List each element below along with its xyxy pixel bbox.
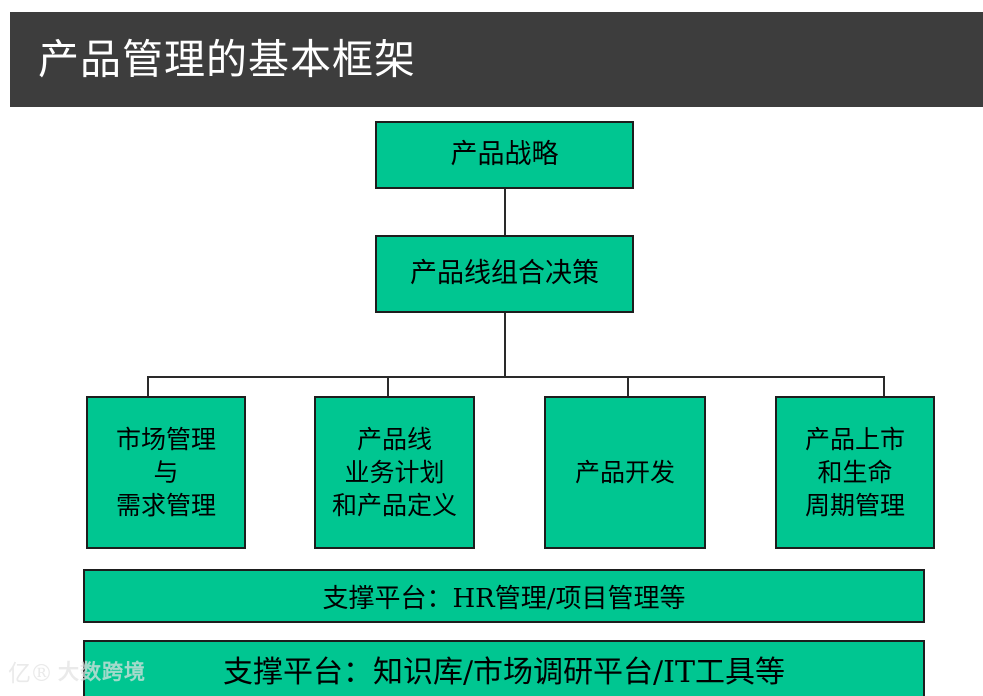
node-market-and-requirement-management[interactable]: 市场管理 与 需求管理	[86, 396, 246, 549]
support-platform-bar-hr[interactable]: 支撑平台：HR管理/项目管理等	[83, 569, 925, 623]
connector-horizontal-bus	[147, 376, 884, 378]
connector-drop-launch	[883, 376, 885, 396]
watermark-logo-icon: 亿®	[8, 661, 53, 687]
node-product-line-business-plan[interactable]: 产品线 业务计划 和产品定义	[314, 396, 475, 549]
connector-drop-planning	[387, 376, 389, 396]
support-platform-bar-knowledge[interactable]: 支撑平台：知识库/市场调研平台/IT工具等	[83, 640, 925, 696]
connector-drop-development	[627, 376, 629, 396]
page-title: 产品管理的基本框架	[38, 34, 416, 83]
node-product-line-portfolio-decision[interactable]: 产品线组合决策	[375, 235, 634, 313]
node-product-development[interactable]: 产品开发	[544, 396, 706, 549]
node-product-launch-and-lifecycle[interactable]: 产品上市 和生命 周期管理	[775, 396, 935, 549]
title-bar: 产品管理的基本框架	[10, 12, 983, 107]
connector-strategy-to-portfolio	[504, 189, 506, 235]
connector-drop-market	[147, 376, 149, 396]
node-product-strategy[interactable]: 产品战略	[375, 121, 634, 189]
connector-portfolio-to-bus	[504, 313, 506, 377]
